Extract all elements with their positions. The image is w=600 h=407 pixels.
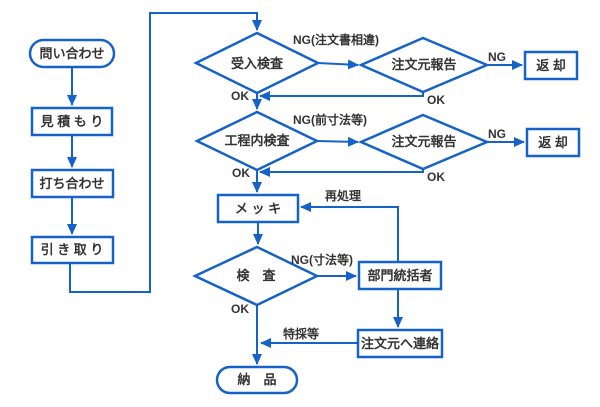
node-dept-supervisor [357, 260, 443, 291]
edge-label-special-acceptance: 特採等 [283, 326, 319, 341]
node-delivery [215, 365, 299, 395]
edge-label-ok-back-1: OK [427, 93, 445, 107]
edge-incoming-ng-to-report1 [317, 59, 359, 70]
edge-label-ok-below-incoming: OK [231, 89, 249, 103]
node-report-to-orderer-2-label: 注文元報告 [391, 134, 456, 149]
node-pickup-label: 引 き 取 り [41, 242, 104, 257]
node-plating [216, 193, 300, 224]
node-estimate-label: 見 積 も り [40, 114, 104, 129]
edge-label-ng-dim: NG(寸法等) [291, 252, 353, 267]
node-contact-orderer [356, 328, 444, 359]
edge-label-ng-1: NG [488, 50, 506, 64]
node-estimate [30, 106, 114, 137]
edge-inprocess-ng-to-report2 [316, 136, 359, 147]
edge-label-ok-back-2: OK [427, 170, 445, 184]
node-incoming-inspection-label: 受入検査 [231, 56, 284, 71]
node-in-process-inspection-label: 工程内検査 [224, 133, 290, 148]
edge-pickup-to-incoming-inspection [69, 12, 262, 293]
node-meeting-label: 打ち合わせ [39, 176, 104, 191]
node-return-1 [523, 50, 579, 81]
node-contact-orderer-label: 注文元へ連絡 [361, 336, 440, 351]
node-dept-supervisor-label: 部門統括者 [367, 268, 432, 283]
node-return-1-label: 返 却 [536, 58, 566, 73]
edge-label-ng-2: NG [488, 127, 506, 141]
node-plating-label: メ ッ キ [235, 201, 281, 216]
node-report-to-orderer-1-label: 注文元報告 [391, 57, 456, 72]
node-inspection-label: 検 査 [236, 268, 276, 283]
node-return-2-label: 返 却 [538, 135, 568, 150]
edge-label-ng-order-doc: NG(注文書相違) [293, 32, 379, 47]
edge-label-ok-below-inspection: OK [231, 302, 249, 316]
edge-supervisor-reprocess-to-plating [300, 202, 399, 262]
edge-report2-ok-return [259, 167, 424, 177]
node-inquiry-label: 問い合わせ [39, 46, 104, 61]
node-delivery-label: 納 品 [237, 372, 276, 387]
node-pickup [30, 235, 115, 265]
node-meeting [30, 168, 115, 199]
edge-label-ok-below-inprocess: OK [232, 166, 250, 180]
edge-label-ng-pre-dim: NG(前寸法等) [293, 112, 367, 127]
edge-report1-ok-return [259, 91, 424, 101]
edge-label-reprocess: 再処理 [325, 188, 361, 203]
node-return-2 [525, 127, 581, 158]
